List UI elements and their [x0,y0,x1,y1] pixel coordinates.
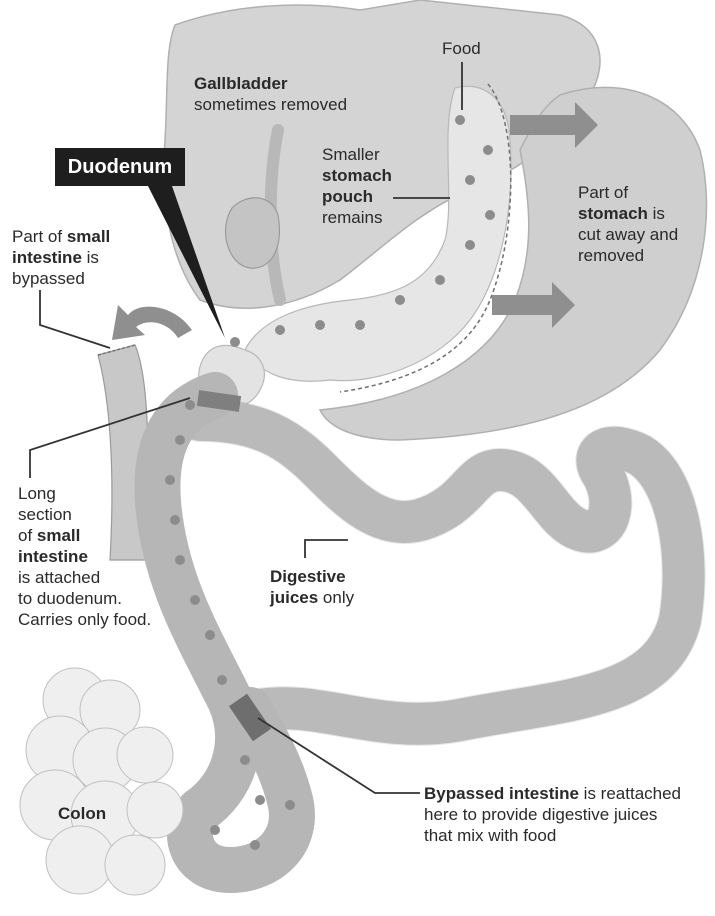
bypassed-intestine-label: Bypassed intestine is reattached here to… [424,783,681,846]
pouch-bold2: pouch [322,187,373,206]
duodenum-label: Duodenum [55,148,185,186]
bypassed-small-intestine-label: Part of small intestine is bypassed [12,226,110,289]
long-line1: Long [18,484,56,503]
gallbladder [226,198,280,268]
colon-bold: Colon [58,804,106,823]
leader-digestive [305,540,348,558]
gallbladder-label: Gallbladder sometimes removed [194,73,347,115]
long-line3-pre: of [18,526,37,545]
food-label: Food [442,38,481,59]
removed-line1: Part of [578,183,628,202]
bypass-arrow [112,305,192,340]
reattach-bold: Bypassed intestine [424,784,579,803]
digestive-bold1: Digestive [270,567,346,586]
removed-bold-suffix: is [648,204,665,223]
stomach-removed-label: Part of stomach is cut away and removed [578,182,678,266]
reattach-line3: that mix with food [424,826,556,845]
digestive-juices-label: Digestive juices only [270,566,354,608]
long-line4-bold: intestine [18,547,88,566]
removed-bold: stomach [578,204,648,223]
long-section-label: Long section of small intestine is attac… [18,483,151,630]
pouch-line1: Smaller [322,145,380,164]
duodenum-band [198,398,240,404]
digestive-bold2: juices [270,588,318,607]
removed-line3: cut away and [578,225,678,244]
digestive-suffix: only [318,588,354,607]
bypassed-line2-bold: intestine [12,248,82,267]
pouch-line4: remains [322,208,382,227]
stomach-pouch-label: Smaller stomach pouch remains [322,144,392,228]
long-line6: to duodenum. [18,589,122,608]
long-line5: is attached [18,568,100,587]
bypassed-line1-pre: Part of [12,227,67,246]
colon [20,668,183,895]
bypassed-line3: bypassed [12,269,85,288]
long-line7: Carries only food. [18,610,151,629]
leader-bypassed [40,290,110,348]
gallbladder-label-rest: sometimes removed [194,95,347,114]
reattach-line2: here to provide digestive juices [424,805,657,824]
long-line2: section [18,505,72,524]
bypassed-line1-bold: small [67,227,110,246]
long-line3-bold: small [37,526,80,545]
reattach-suffix: is reattached [579,784,681,803]
gallbladder-label-bold: Gallbladder [194,74,288,93]
pouch-bold1: stomach [322,166,392,185]
bypassed-line2-suffix: is [82,248,99,267]
colon-label: Colon [58,803,106,824]
removed-line4: removed [578,246,644,265]
